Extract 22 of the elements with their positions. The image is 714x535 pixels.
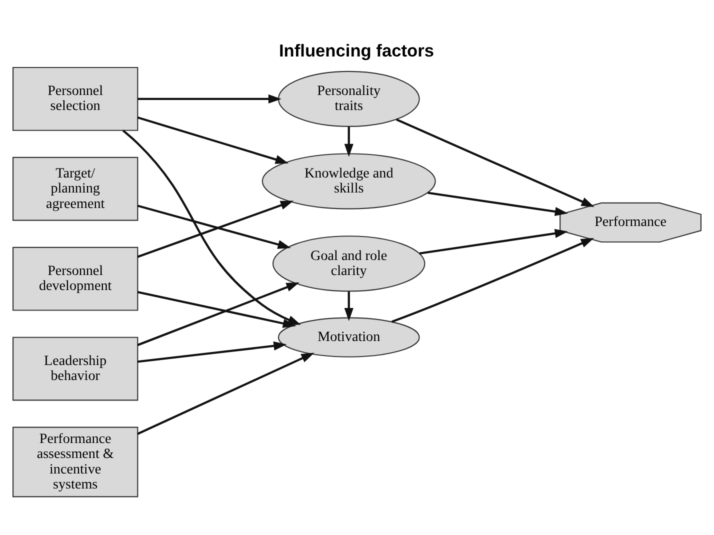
node-box: Target/ planning agreement (12, 156, 138, 220)
arrow (137, 282, 300, 346)
arrow (122, 129, 301, 324)
arrow (137, 352, 314, 434)
node-box: Personnel development (12, 246, 138, 310)
arrow (344, 291, 354, 321)
arrow (391, 238, 594, 322)
arrow (137, 116, 288, 164)
node-box: Leadership behavior (12, 336, 138, 400)
node-box: Personnel selection (12, 66, 138, 130)
arrow (138, 94, 282, 103)
arrow (419, 228, 568, 254)
node-box: Performance assessment & incentive systems (12, 426, 138, 497)
arrow (137, 204, 291, 248)
arrow (137, 200, 294, 258)
arrow (428, 191, 568, 216)
arrow (137, 290, 296, 328)
arrow (396, 118, 594, 206)
node-ellipse: Personality traits (278, 70, 420, 127)
arrow (138, 340, 287, 362)
diagram-title: Influencing factors (278, 40, 434, 60)
arrow (344, 126, 354, 156)
